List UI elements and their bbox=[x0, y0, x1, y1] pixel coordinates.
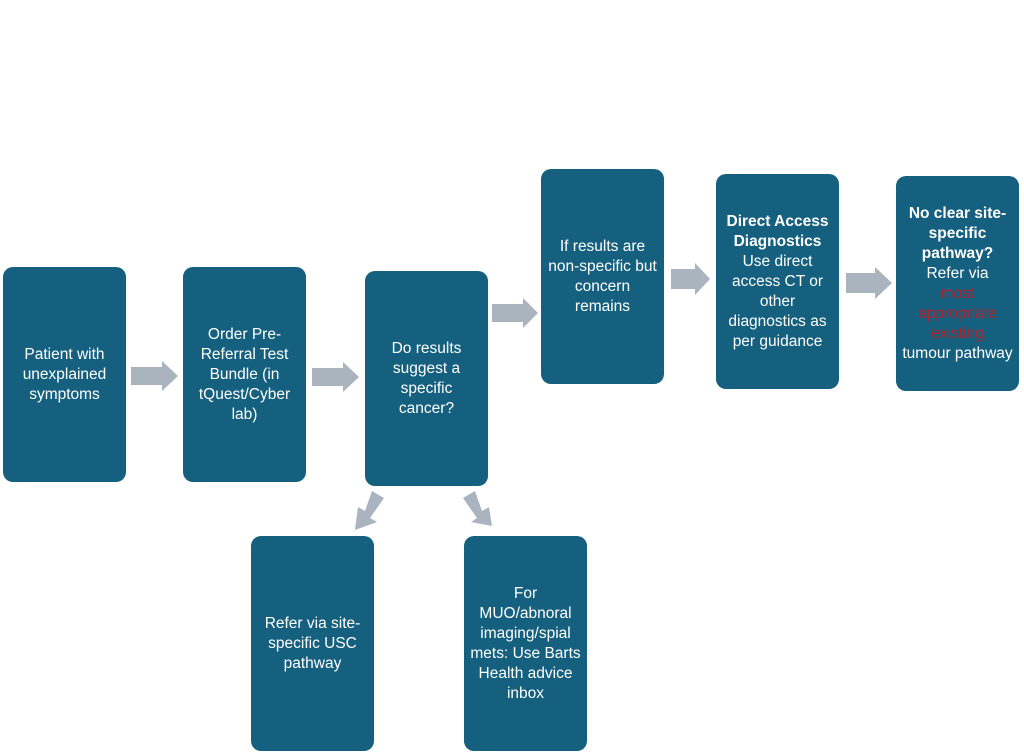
arrow-nonspecific-to-direct bbox=[671, 263, 710, 295]
node-site-specific: Refer via site-specific USC pathway bbox=[251, 536, 374, 751]
arrow-decision-to-sitespecific bbox=[355, 491, 384, 530]
arrow-decision-to-nonspecific bbox=[492, 298, 538, 328]
node-direct-access-title: Direct Access Diagnostics bbox=[726, 212, 829, 250]
node-direct-access: Direct Access Diagnostics Use direct acc… bbox=[716, 174, 839, 389]
node-decision: Do results suggest a specific cancer? bbox=[365, 271, 488, 486]
node-order-test: Order Pre-Referral Test Bundle (in tQues… bbox=[183, 267, 306, 482]
node-non-specific: If results are non-specific but concern … bbox=[541, 169, 664, 384]
arrow-patient-to-order bbox=[131, 361, 178, 391]
arrow-decision-to-muo bbox=[463, 491, 492, 526]
node-site-specific-text: Refer via site-specific USC pathway bbox=[264, 614, 361, 672]
node-muo-text: For MUO/abnoral imaging/spial mets: Use … bbox=[470, 584, 581, 702]
arrow-direct-to-noclear bbox=[846, 267, 892, 299]
node-decision-text: Do results suggest a specific cancer? bbox=[391, 339, 462, 417]
node-no-clear-body-suffix: tumour pathway bbox=[902, 344, 1013, 362]
node-patient-text: Patient with unexplained symptoms bbox=[22, 345, 107, 403]
node-no-clear-body-highlight: most appropriate existing bbox=[918, 284, 997, 342]
node-patient: Patient with unexplained symptoms bbox=[3, 267, 126, 482]
node-no-clear-title: No clear site-specific pathway? bbox=[908, 204, 1007, 262]
node-no-clear-body-prefix: Refer via bbox=[926, 264, 989, 282]
node-muo: For MUO/abnoral imaging/spial mets: Use … bbox=[464, 536, 587, 751]
node-order-test-text: Order Pre-Referral Test Bundle (in tQues… bbox=[198, 325, 291, 423]
node-non-specific-text: If results are non-specific but concern … bbox=[548, 237, 657, 315]
arrow-order-to-decision bbox=[312, 362, 359, 392]
node-no-clear-pathway: No clear site-specific pathway? Refer vi… bbox=[896, 176, 1019, 391]
node-direct-access-body: Use direct access CT or other diagnostic… bbox=[728, 252, 827, 350]
